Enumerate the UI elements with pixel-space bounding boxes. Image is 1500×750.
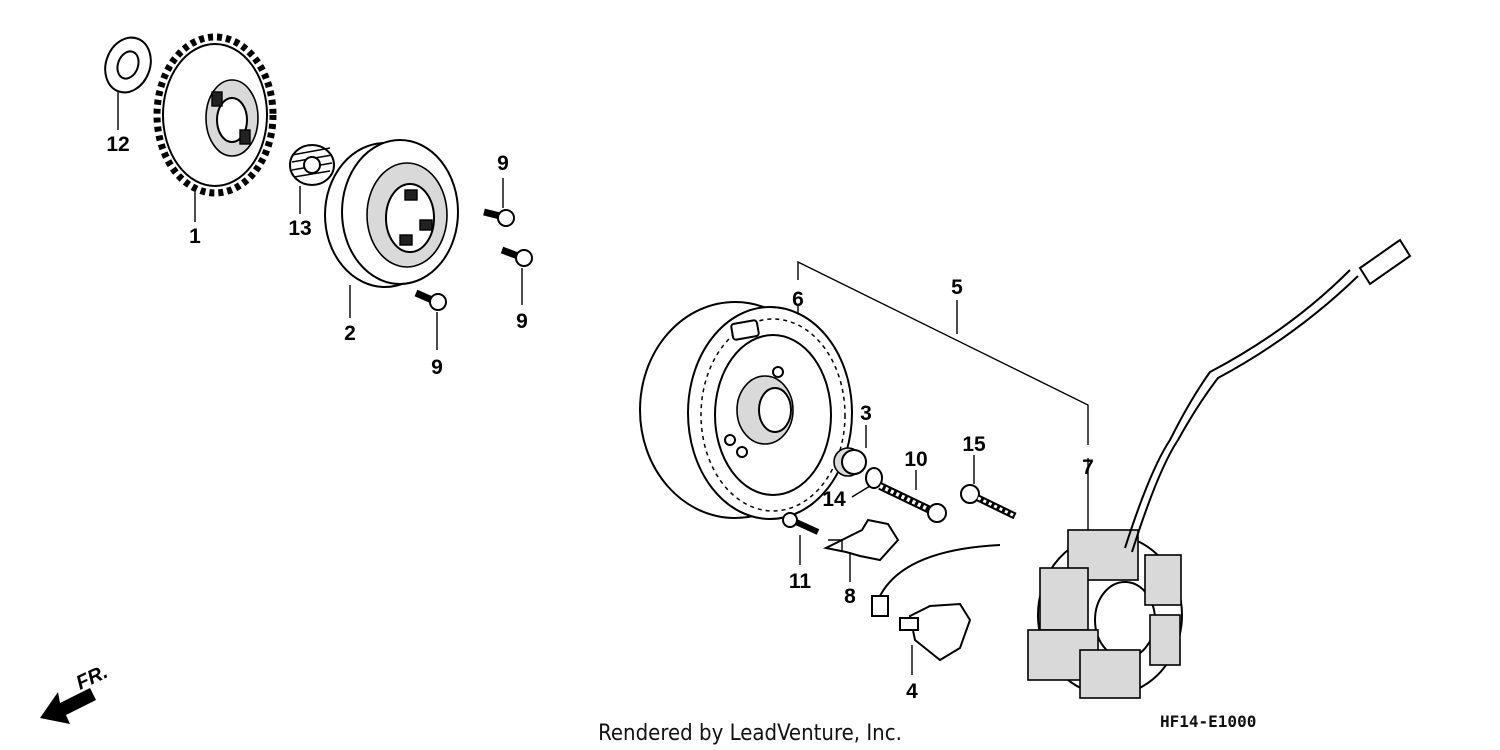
callout-9-c: 9 — [431, 356, 443, 379]
callout-labels: 1 2 3 4 5 6 7 8 9 9 9 10 11 12 13 14 15 — [106, 133, 1094, 703]
diagram-code: HF14-E1000 — [1160, 712, 1256, 731]
callout-9-b: 9 — [516, 310, 528, 333]
bolt-part-15 — [960, 455, 1017, 520]
callout-7: 7 — [1082, 456, 1094, 479]
callout-6: 6 — [792, 288, 804, 311]
front-arrow-icon — [40, 688, 96, 724]
washer-part-12 — [104, 36, 152, 130]
callout-5: 5 — [951, 276, 963, 299]
callout-4: 4 — [906, 680, 918, 703]
bolt-part-9-b — [500, 246, 533, 305]
callout-15: 15 — [962, 433, 986, 456]
rendered-by-credit: Rendered by LeadVenture, Inc. — [598, 721, 902, 746]
callout-9-a: 9 — [497, 152, 509, 175]
clamp-part-8 — [822, 518, 900, 582]
callout-11: 11 — [789, 570, 812, 593]
callout-14: 14 — [822, 488, 846, 511]
bolt-part-9-c — [414, 289, 447, 350]
callout-10: 10 — [904, 448, 927, 471]
callout-3: 3 — [860, 402, 872, 425]
needle-bearing-part-13 — [289, 144, 335, 214]
callout-1: 1 — [189, 225, 201, 248]
starter-clutch-part-2 — [324, 139, 459, 318]
screw-part-11 — [782, 512, 820, 565]
stator-part-7 — [1027, 238, 1412, 699]
callout-8: 8 — [844, 585, 856, 608]
bolt-part-9-a — [483, 178, 515, 227]
callout-2: 2 — [344, 322, 356, 345]
starter-gear-part-1 — [153, 33, 277, 222]
spacer-part-3 — [833, 425, 867, 477]
flywheel-part-6 — [639, 301, 853, 520]
washer-part-14 — [851, 467, 883, 498]
front-direction-indicator: FR. — [40, 661, 111, 724]
pulse-generator-part-4 — [871, 544, 1001, 675]
callout-12: 12 — [106, 133, 129, 156]
callout-13: 13 — [288, 217, 311, 240]
bolt-part-10 — [878, 470, 947, 523]
direction-label: FR. — [73, 661, 111, 695]
